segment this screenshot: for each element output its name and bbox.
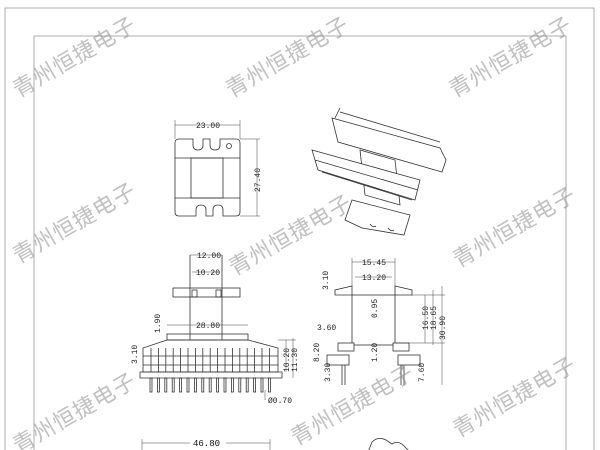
dim-46-80: 46.80 xyxy=(193,439,220,449)
side-view: 15.45 13.20 3.10 0.95 3.60 1.20 8.20 3.3… xyxy=(313,258,448,385)
pin xyxy=(223,377,227,393)
pin xyxy=(216,377,220,393)
dim-11-30: 11.30 xyxy=(291,348,300,372)
dim-1-90: 1.90 xyxy=(154,314,163,333)
dim-10-20-h: 10.20 xyxy=(283,348,292,372)
dim-3-60: 3.60 xyxy=(317,324,336,333)
dim-10-20: 10.20 xyxy=(196,269,220,278)
dim-0-95: 0.95 xyxy=(371,299,380,318)
dim-15-45: 15.45 xyxy=(362,259,386,268)
isometric-view xyxy=(311,107,447,236)
pin xyxy=(208,377,212,393)
dim-8-20: 8.20 xyxy=(313,343,322,362)
pin xyxy=(164,377,168,393)
pin xyxy=(171,377,175,393)
dim-width: 23.00 xyxy=(196,122,220,131)
dim-18-65: 18.65 xyxy=(430,306,439,330)
pin xyxy=(238,377,242,393)
front-view: 12.00 10.20 28.80 1.90 3.10 10.20 11.30 … xyxy=(131,252,300,406)
dim-pin-diameter: Ø0.70 xyxy=(268,397,292,406)
dim-28-80: 28.80 xyxy=(196,322,220,331)
pin xyxy=(186,377,190,393)
dim-16-50: 16.50 xyxy=(422,306,431,330)
dim-7-60: 7.60 xyxy=(418,363,427,382)
dim-1-20: 1.20 xyxy=(371,343,380,362)
bottom-view: 46.80 xyxy=(141,436,409,450)
dim-3-30: 3.30 xyxy=(324,363,333,382)
pin xyxy=(156,377,160,393)
pin xyxy=(179,377,183,393)
pin xyxy=(253,377,257,393)
pin-row xyxy=(149,348,271,393)
dim-label-bg xyxy=(190,436,226,447)
outer-frame xyxy=(4,7,595,450)
dim-3-10: 3.10 xyxy=(131,345,140,364)
dim-height: 27.40 xyxy=(254,168,263,192)
dim-13-20: 13.20 xyxy=(362,274,386,283)
pin xyxy=(260,377,264,393)
pin xyxy=(193,377,197,393)
top-view: 23.00 27.40 xyxy=(174,120,263,217)
pin xyxy=(230,377,234,393)
dim-12: 12.00 xyxy=(197,252,221,261)
dim-3-10-side: 3.10 xyxy=(322,271,331,290)
pin xyxy=(267,377,271,393)
pin xyxy=(149,377,153,393)
pin xyxy=(201,377,205,393)
pin xyxy=(245,377,249,393)
dim-30-90: 30.90 xyxy=(439,316,448,340)
inner-frame xyxy=(33,35,567,450)
